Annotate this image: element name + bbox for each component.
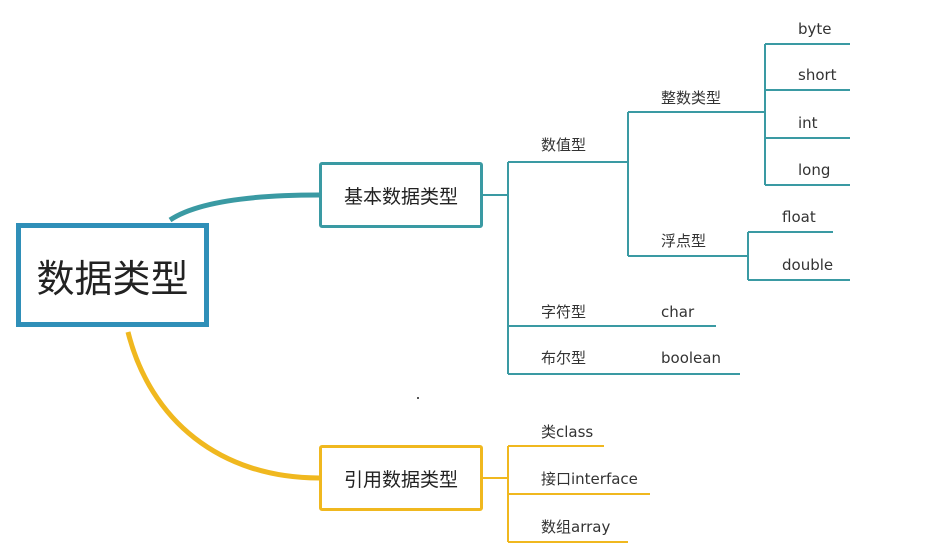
integer-type-label: 整数类型	[661, 89, 722, 107]
basic-types-label: 基本数据类型	[343, 185, 458, 208]
integer-item-int: int	[798, 114, 818, 132]
reference-item-array: 数组array	[541, 518, 611, 536]
reference-item-class: 类class	[541, 423, 594, 441]
numeric-type-label: 数值型	[541, 136, 587, 154]
root-to-basic-connector	[168, 192, 320, 223]
reference-item-interface: 接口interface	[541, 470, 638, 488]
integer-item-short: short	[798, 66, 837, 84]
boolean-type-label: 布尔型	[541, 349, 587, 367]
float-type-label: 浮点型	[661, 232, 707, 250]
basic-types-node: 基本数据类型	[319, 162, 483, 228]
integer-item-long: long	[798, 161, 831, 179]
char-item: char	[661, 303, 695, 321]
boolean-item: boolean	[661, 349, 721, 367]
reference-types-label: 引用数据类型	[343, 468, 458, 491]
reference-types-node: 引用数据类型	[319, 445, 483, 511]
float-item-double: double	[782, 256, 834, 274]
char-type-label: 字符型	[541, 303, 587, 321]
root-to-reference-connector	[125, 331, 320, 481]
basic-subtree-lines	[483, 43, 850, 375]
root-label: 数据类型	[36, 256, 189, 301]
stray-dot	[417, 397, 419, 399]
root-node: 数据类型	[16, 223, 209, 327]
reference-subtree-lines	[483, 445, 650, 543]
float-item-float: float	[782, 208, 816, 226]
integer-item-byte: byte	[798, 20, 832, 38]
